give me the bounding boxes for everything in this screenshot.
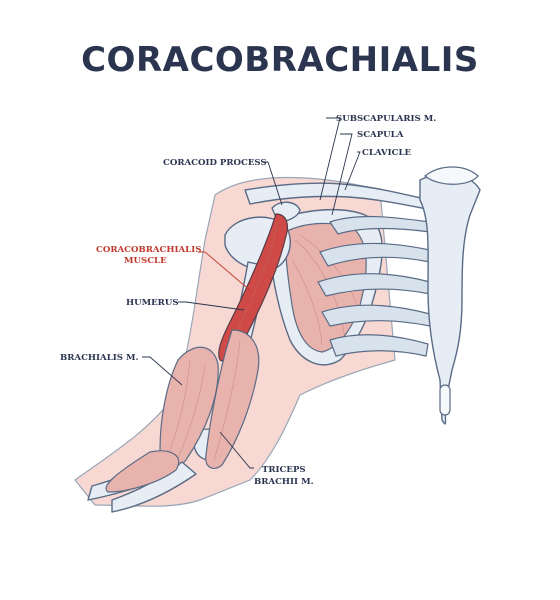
label-triceps-line1: TRICEPS <box>262 465 306 475</box>
rib-5 <box>329 334 429 357</box>
leader-brachialis <box>142 356 183 386</box>
sternum-bone <box>419 173 481 425</box>
diagram-title: CORACOBRACHIALIS <box>81 40 479 80</box>
label-brachialis: BRACHIALIS M. <box>60 353 139 363</box>
leader-humerus <box>178 301 245 311</box>
leader-coracoid <box>263 161 283 206</box>
xiphoid-process <box>439 384 451 416</box>
manubrium-top <box>424 166 479 185</box>
label-scapula: SCAPULA <box>357 130 404 140</box>
triceps-brachii-muscle <box>205 329 260 469</box>
label-triceps-line2: BRACHII M. <box>254 477 314 487</box>
label-clavicle: CLAVICLE <box>362 148 411 158</box>
label-humerus: HUMERUS <box>126 298 179 308</box>
leader-scapula <box>331 133 353 216</box>
label-coracobrachialis-line2: MUSCLE <box>124 256 167 266</box>
leader-triceps <box>219 431 254 469</box>
label-coracoid-process: CORACOID PROCESS <box>163 158 267 168</box>
leader-coracobrachialis <box>198 251 253 293</box>
forearm-muscle <box>105 450 180 493</box>
leader-clavicle <box>344 151 361 191</box>
label-subscapularis: SUBSCAPULARIS M. <box>336 114 436 124</box>
leader-subscapularis <box>319 117 341 201</box>
label-coracobrachialis-line1: CORACOBRACHIALIS <box>96 245 201 255</box>
